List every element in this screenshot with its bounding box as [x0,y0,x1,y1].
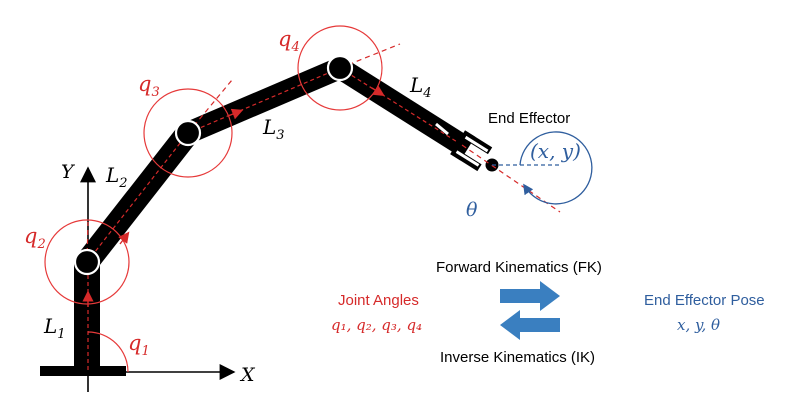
gripper [450,130,493,172]
link-3-label: L3 [262,115,285,143]
forward-kinematics-label: Forward Kinematics (FK) [436,259,602,276]
joint-4-angle-label: q4 [278,27,300,55]
link-4 [334,58,468,155]
joint-3-angle-label: q3 [138,72,160,100]
joint-3-angle-circle [143,88,233,178]
end-effector-angle-label: θ [466,199,478,221]
forward-kinematics-arrow [500,281,560,311]
joint-4-angle-circle [297,25,383,111]
end-effector-position-label: (x, y) [530,139,581,163]
link-2-label: L2 [105,163,128,191]
link-1-label: L1 [43,314,66,342]
joint-1-angle-label: q1 [128,331,150,359]
joint-4 [326,54,354,82]
inverse-kinematics-label: Inverse Kinematics (IK) [440,349,595,366]
inverse-kinematics-arrow [500,310,560,340]
y-axis-label: Y [61,161,76,183]
end-effector-pose-values: x, y, θ [677,316,720,334]
joint-3 [174,119,202,147]
robot-base [40,366,126,376]
x-axis-label: X [239,364,256,386]
link-3 [183,57,345,144]
end-effector-pose-title: End Effector Pose [644,292,765,309]
end-effector-label: End Effector [488,110,570,127]
joint-1-angle-arc [87,331,129,373]
joint-2 [73,248,101,276]
theta-arc [519,131,593,205]
link-4-label: L4 [409,73,432,101]
link-1 [74,262,100,368]
joint-2-angle-label: q2 [24,224,46,252]
joint-angles-title: Joint Angles [338,292,419,309]
joint-angles-values: q₁, q₂, q₃, q₄ [331,316,422,334]
joint-2-angle-circle [44,219,130,305]
link-2 [77,125,198,270]
